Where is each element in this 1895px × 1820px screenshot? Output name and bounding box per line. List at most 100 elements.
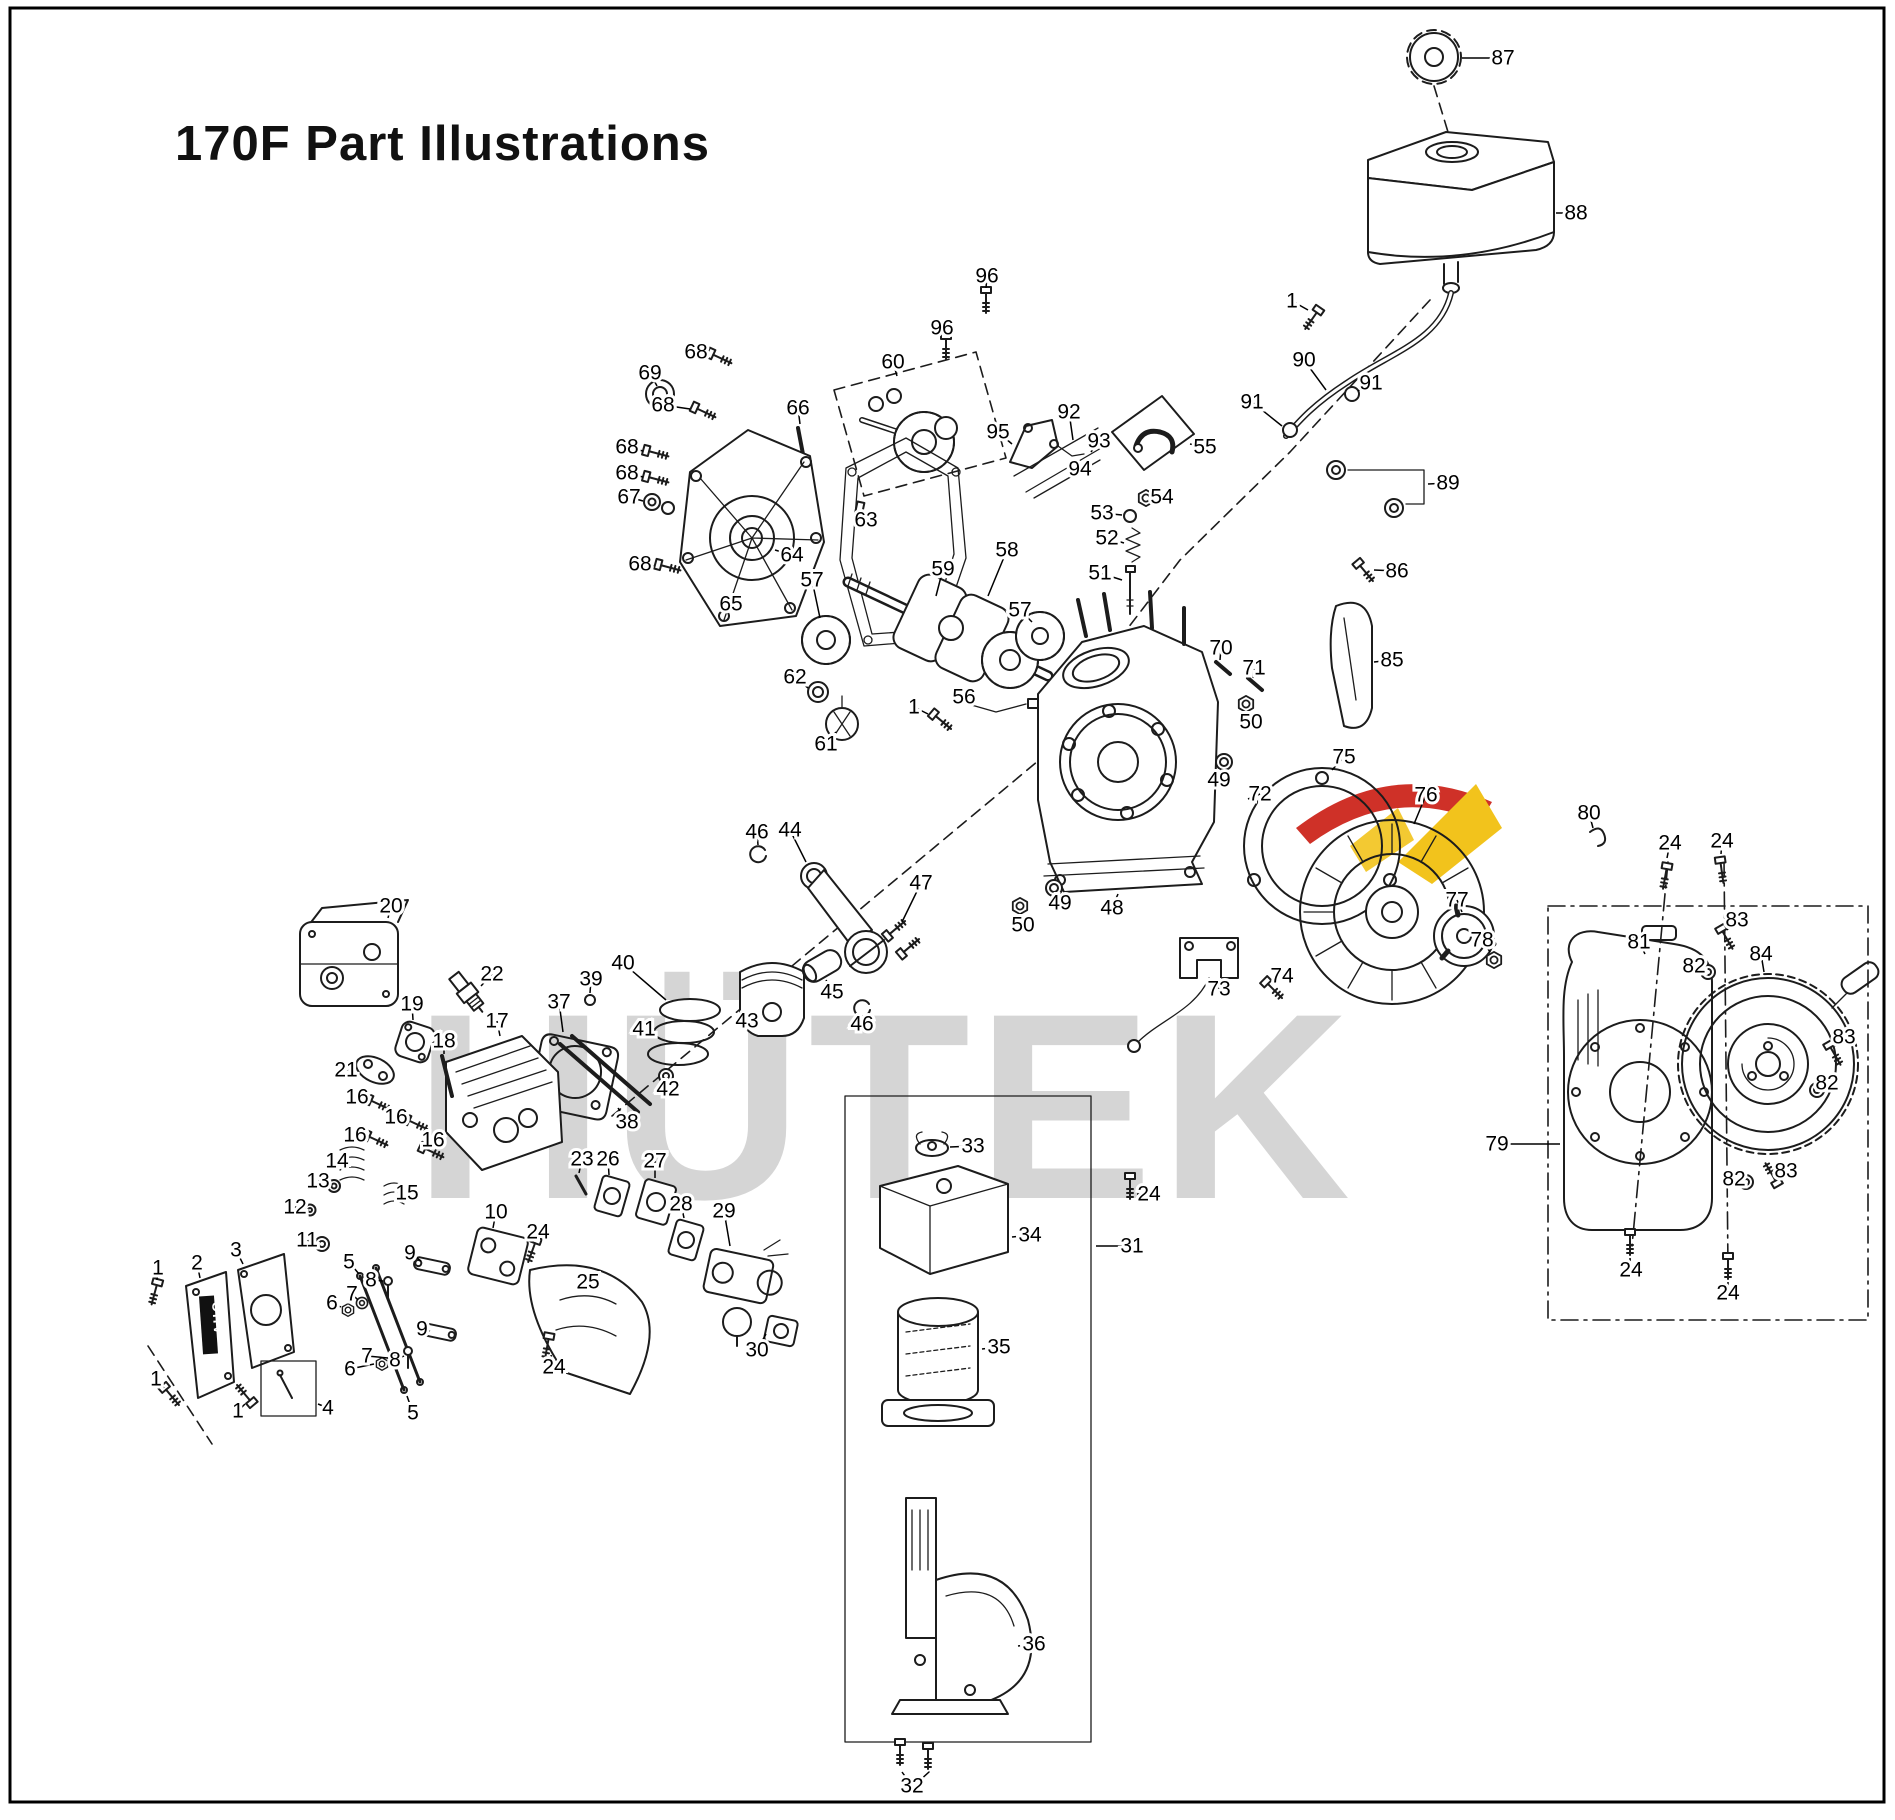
leader-line [662, 404, 691, 410]
leader-line [294, 1206, 304, 1210]
callout-46: 46 [745, 821, 768, 844]
leader-line [1413, 794, 1427, 825]
cover-fasteners [641, 346, 866, 577]
flywheel-fan [1299, 819, 1485, 1005]
leader-line [1303, 359, 1327, 391]
leader-line [1252, 667, 1255, 679]
leader-line [1055, 893, 1061, 904]
leader-line [1481, 939, 1491, 953]
callout-43: 43 [735, 1010, 758, 1033]
leader-line [797, 407, 801, 425]
callout-6: 6 [326, 1292, 338, 1315]
callout-61: 61 [814, 733, 837, 756]
timing-gear [801, 615, 851, 665]
callout-24: 24 [542, 1356, 566, 1379]
callout-93: 93 [1087, 430, 1110, 453]
callout-19: 19 [400, 993, 423, 1016]
fuel-tank-illustration [1367, 29, 1555, 294]
callout-7: 7 [361, 1345, 373, 1368]
callout-80: 80 [1577, 802, 1600, 825]
cylinder-head [440, 1035, 563, 1171]
callout-24: 24 [1619, 1259, 1643, 1282]
callout-44: 44 [778, 819, 802, 842]
callout-28: 28 [669, 1193, 692, 1216]
oil-plugs [1011, 695, 1255, 915]
callout-31: 31 [1120, 1235, 1143, 1258]
callout-27: 27 [643, 1150, 666, 1173]
carburetor [702, 1239, 799, 1348]
leader-line [680, 1203, 685, 1219]
callout-8: 8 [365, 1269, 377, 1292]
bolt-icon [880, 916, 910, 943]
callout-49: 49 [1207, 769, 1230, 792]
blower-housing [1562, 827, 1713, 1231]
leader-line [665, 1081, 669, 1090]
callout-25: 25 [576, 1271, 599, 1294]
callout-83: 83 [1832, 1026, 1855, 1049]
callout-24: 24 [1658, 832, 1682, 855]
bolt-icon [704, 346, 735, 369]
callout-8: 8 [389, 1349, 401, 1372]
leader-line [1017, 1643, 1035, 1647]
callout-83: 83 [1725, 909, 1748, 932]
shield-brand-text: OHV [209, 1301, 226, 1336]
callout-10: 10 [484, 1201, 507, 1224]
callout-62: 62 [783, 666, 806, 689]
callout-1: 1 [150, 1368, 162, 1391]
leader-line [578, 1158, 583, 1174]
top-bolts [940, 286, 1326, 360]
leader-line [1638, 941, 1646, 955]
intake-plate [467, 1226, 529, 1286]
callout-5: 5 [407, 1402, 419, 1425]
fan-backing-plate [1243, 767, 1401, 925]
leader-line [387, 905, 392, 919]
air-cleaner-parts [879, 1131, 1033, 1783]
leader-line [317, 1180, 328, 1185]
callout-9: 9 [404, 1242, 416, 1265]
leader-line [825, 731, 837, 745]
callout-71: 71 [1242, 657, 1265, 680]
leader-line [1189, 443, 1206, 448]
leader-line [1456, 899, 1463, 913]
callout-33: 33 [961, 1135, 984, 1158]
callout-4: 4 [322, 1397, 334, 1420]
leader-line [1331, 756, 1345, 771]
stop-switch-wire [926, 698, 1041, 734]
callout-70: 70 [1209, 637, 1232, 660]
valve-springs [303, 1146, 405, 1252]
leader-line [901, 882, 922, 923]
callout-15: 15 [395, 1182, 418, 1205]
governor-shaft-hardware [1123, 488, 1155, 615]
wing-nut-icon [915, 1139, 949, 1157]
nut-icon [375, 1356, 389, 1372]
leader-line [756, 831, 759, 846]
bolt-icon [894, 934, 924, 961]
leader-line [626, 472, 644, 478]
leader-line [1357, 382, 1372, 392]
callout-85: 85 [1380, 649, 1403, 672]
callout-88: 88 [1564, 202, 1587, 225]
callout-77: 77 [1445, 889, 1468, 912]
fuel-line-grommets [1326, 460, 1425, 518]
callout-46: 46 [850, 1013, 873, 1036]
callout-68: 68 [615, 462, 638, 485]
leader-line [643, 1028, 655, 1033]
callout-41: 41 [632, 1018, 655, 1041]
leader-line [1588, 812, 1594, 829]
callout-53: 53 [1090, 502, 1113, 525]
leader-line [1720, 840, 1723, 855]
leader-line [351, 1293, 359, 1301]
leader-line [421, 1328, 431, 1332]
fuel-cap-icon [1409, 32, 1459, 82]
callout-45: 45 [820, 981, 843, 1004]
callout-63: 63 [854, 509, 877, 532]
bolt-icon [1351, 556, 1378, 586]
leader-line [428, 1139, 434, 1148]
callout-58: 58 [995, 539, 1018, 562]
bolt-icon [145, 1277, 165, 1307]
bolt-icon [980, 286, 992, 314]
head-gasket [528, 1033, 620, 1121]
leader-line [580, 1281, 589, 1292]
